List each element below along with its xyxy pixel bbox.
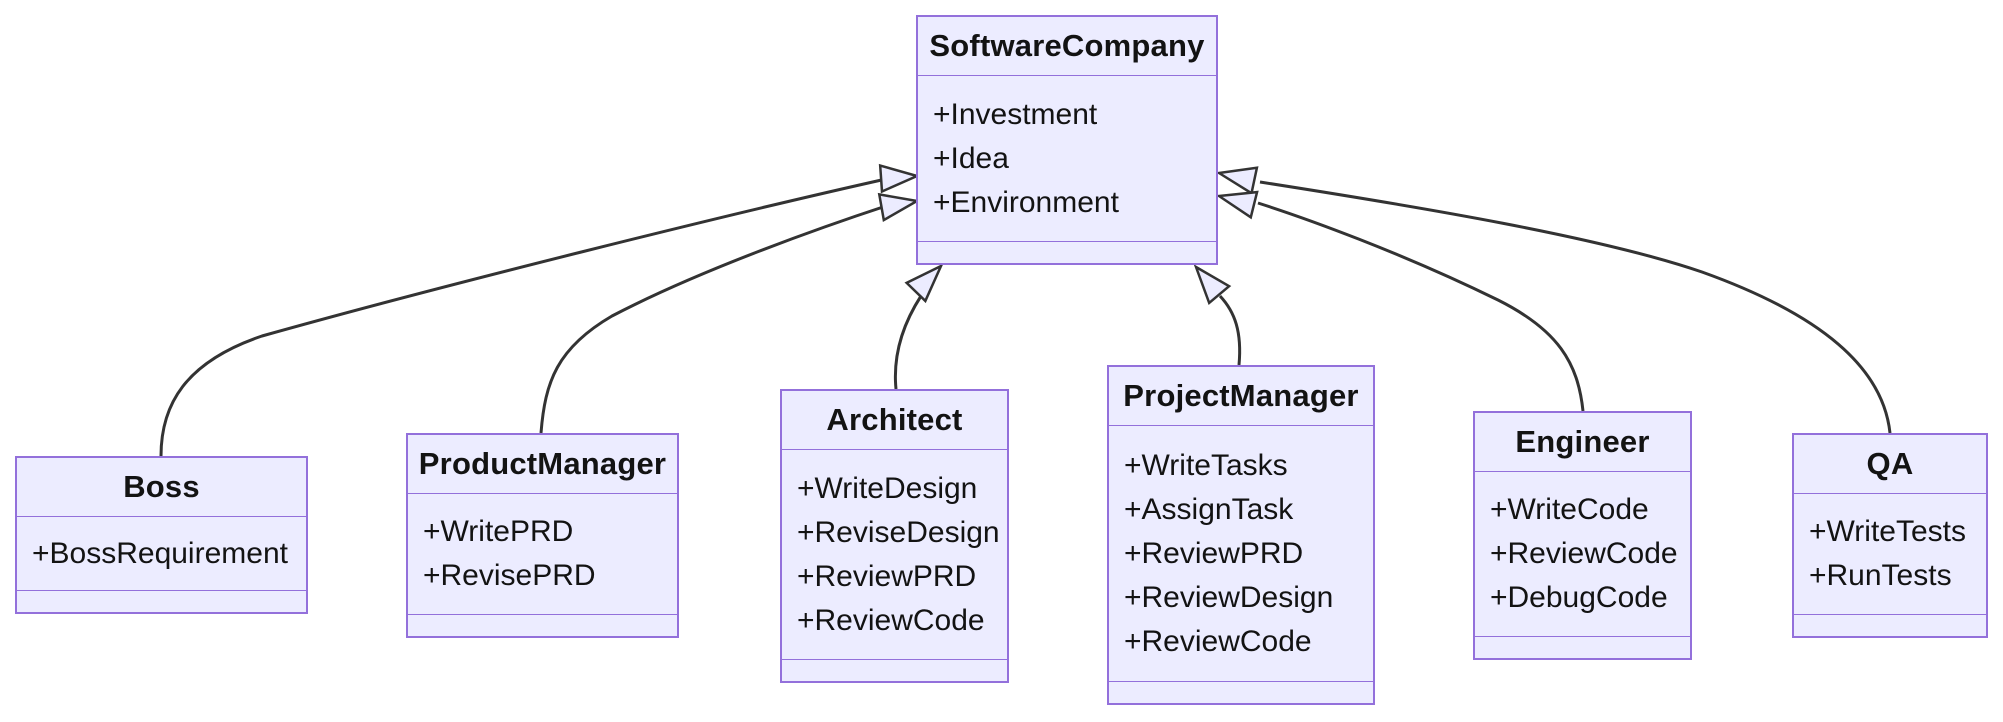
class-members-section: +Investment +Idea +Environment — [918, 76, 1216, 242]
class-member: +Investment — [933, 97, 1098, 131]
class-members-section: +BossRequirement — [17, 517, 306, 591]
class-title: QA — [1794, 435, 1986, 494]
class-member: +RevisePRD — [423, 559, 596, 592]
class-member: +ReviewDesign — [1124, 580, 1334, 614]
inheritance-arrowhead-engineer — [1215, 190, 1259, 220]
class-node-architect: Architect +WriteDesign +ReviseDesign +Re… — [780, 389, 1009, 683]
class-member: +Environment — [933, 185, 1119, 219]
class-methods-section-empty — [1794, 615, 1986, 636]
class-members-section: +WriteTasks +AssignTask +ReviewPRD +Revi… — [1109, 426, 1373, 682]
edge-boss-to-softwarecompany — [159, 177, 887, 457]
class-node-softwarecompany: SoftwareCompany +Investment +Idea +Envir… — [916, 15, 1218, 265]
class-node-engineer: Engineer +WriteCode +ReviewCode +DebugCo… — [1473, 411, 1692, 660]
class-node-boss: Boss +BossRequirement — [15, 456, 308, 614]
class-member: +DebugCode — [1490, 581, 1668, 614]
inheritance-arrowhead-qa — [1215, 166, 1259, 196]
class-methods-section-empty — [408, 615, 677, 636]
class-members-section: +WriteCode +ReviewCode +DebugCode — [1475, 472, 1690, 637]
class-member: +ReviewCode — [1490, 537, 1678, 570]
class-member: +ReviewPRD — [797, 559, 977, 593]
class-methods-section-empty — [1475, 637, 1690, 658]
class-title: Architect — [782, 391, 1007, 450]
class-methods-section-empty — [17, 591, 306, 612]
inheritance-arrowhead-boss — [878, 163, 921, 194]
class-methods-section-empty — [1109, 682, 1373, 703]
class-member: +ReviewCode — [797, 603, 985, 637]
class-members-section: +WriteTests +RunTests — [1794, 494, 1986, 615]
class-member: +WriteTasks — [1124, 448, 1288, 482]
class-title: Boss — [17, 458, 306, 517]
inheritance-arrowhead-projectmanager — [1193, 264, 1232, 306]
class-member: +ReviewPRD — [1124, 536, 1304, 570]
inheritance-arrowhead-architect — [904, 263, 944, 304]
class-title: SoftwareCompany — [918, 17, 1216, 76]
class-member: +Idea — [933, 141, 1009, 175]
class-title: Engineer — [1475, 413, 1690, 472]
edge-engineer-to-softwarecompany — [1257, 201, 1585, 412]
class-member: +ReviseDesign — [797, 515, 1000, 549]
class-members-section: +WritePRD +RevisePRD — [408, 494, 677, 615]
class-member: +WriteTests — [1809, 515, 1966, 548]
class-member: +ReviewCode — [1124, 624, 1312, 658]
class-members-section: +WriteDesign +ReviseDesign +ReviewPRD +R… — [782, 450, 1007, 660]
class-member: +BossRequirement — [32, 536, 288, 570]
edge-projectmanager-to-softwarecompany — [1218, 294, 1242, 366]
class-member: +WriteCode — [1490, 493, 1649, 526]
class-member: +WriteDesign — [797, 471, 978, 505]
edge-productmanager-to-softwarecompany — [539, 203, 890, 434]
edge-qa-to-softwarecompany — [1259, 180, 1892, 434]
class-node-productmanager: ProductManager +WritePRD +RevisePRD — [406, 433, 679, 638]
inheritance-arrowhead-productmanager — [877, 192, 921, 223]
class-title: ProductManager — [408, 435, 677, 494]
class-node-qa: QA +WriteTests +RunTests — [1792, 433, 1988, 638]
class-node-projectmanager: ProjectManager +WriteTasks +AssignTask +… — [1107, 365, 1375, 705]
class-member: +WritePRD — [423, 515, 574, 548]
class-member: +AssignTask — [1124, 492, 1294, 526]
class-methods-section-empty — [918, 242, 1216, 263]
class-member: +RunTests — [1809, 559, 1952, 592]
class-methods-section-empty — [782, 660, 1007, 681]
class-title: ProjectManager — [1109, 367, 1373, 426]
edge-architect-to-softwarecompany — [893, 295, 923, 390]
